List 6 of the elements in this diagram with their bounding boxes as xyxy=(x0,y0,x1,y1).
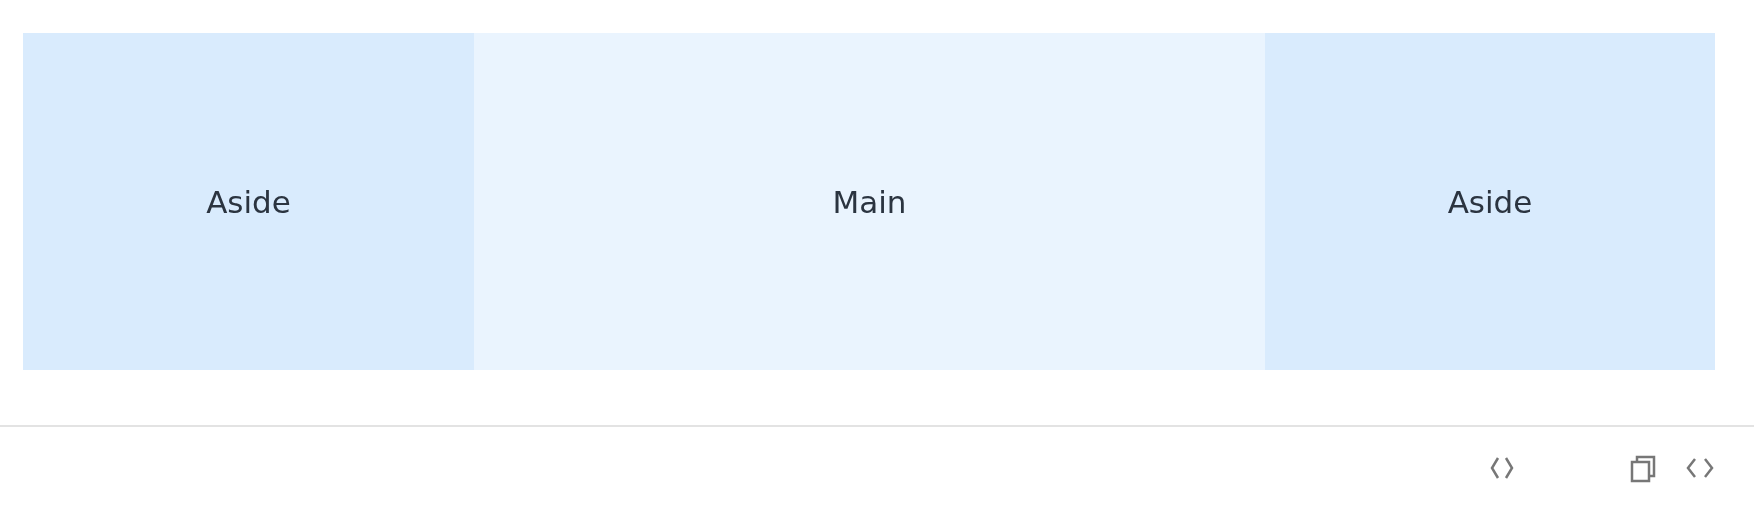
layout-panel xyxy=(1265,33,1715,370)
panel-label: Aside xyxy=(1447,183,1533,220)
layout-panel xyxy=(23,33,474,370)
panel-label: Main xyxy=(832,183,907,220)
layout-panel xyxy=(474,33,1265,370)
panel-label: Aside xyxy=(206,183,291,220)
